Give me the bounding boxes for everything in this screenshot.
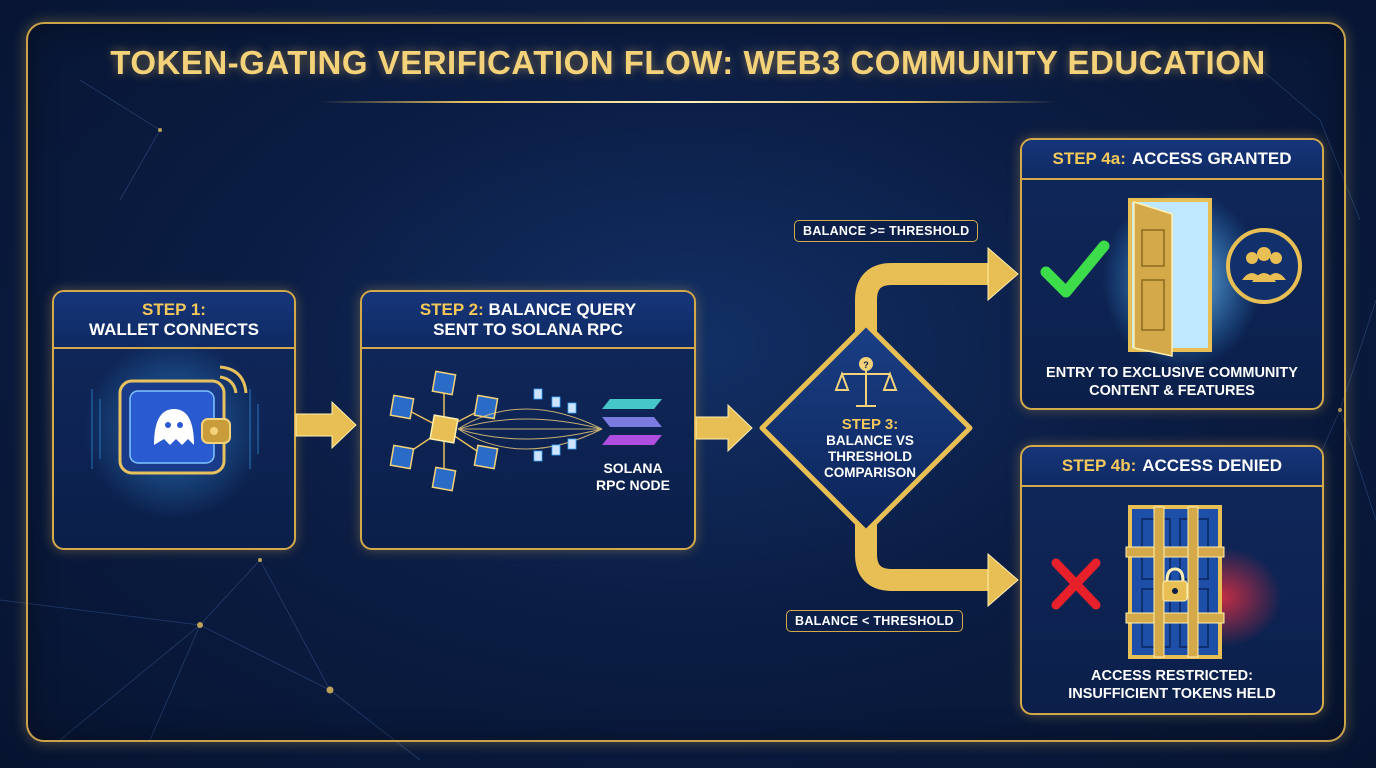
arrow-step2-to-step3 <box>695 403 753 453</box>
branch-label-bottom: BALANCE < THRESHOLD <box>786 610 963 632</box>
decision-diamond: ? <box>759 321 973 535</box>
open-door-icon <box>1128 198 1212 357</box>
branch-arrows <box>855 246 1019 608</box>
step4b-caption-line1: ACCESS RESTRICTED: <box>1091 668 1253 684</box>
step2-label: STEP 2: <box>419 299 484 319</box>
step4a-card: STEP 4a: ACCESS GRANTED ENTRY TO <box>1020 138 1324 410</box>
step3-line1: BALANCE VS <box>826 433 914 448</box>
step2-title-line1: BALANCE QUERY <box>488 299 637 319</box>
rpc-node-line2: RPC NODE <box>596 477 670 493</box>
step1-card: STEP 1: WALLET CONNECTS <box>52 290 296 550</box>
step3-line2: THRESHOLD <box>828 449 912 464</box>
step1-label: STEP 1: <box>142 299 206 319</box>
page-title: TOKEN-GATING VERIFICATION FLOW: WEB3 COM… <box>110 44 1266 81</box>
solana-logo-icon <box>602 399 662 445</box>
step4a-header: STEP 4a: ACCESS GRANTED <box>1022 140 1322 180</box>
access-granted-illustration <box>1040 190 1302 370</box>
scale-icon <box>834 362 898 407</box>
community-icon <box>1226 228 1302 304</box>
step2-card: STEP 2: BALANCE QUERY SENT TO SOLANA RPC <box>360 290 696 550</box>
step4a-label: STEP 4a: <box>1052 149 1126 168</box>
step3-line3: COMPARISON <box>823 465 916 480</box>
rpc-node-label: SOLANA RPC NODE <box>582 460 684 494</box>
step2-title-line2: SENT TO SOLANA RPC <box>433 319 623 339</box>
step1-title: WALLET CONNECTS <box>89 319 259 339</box>
wallet-icon <box>84 339 264 519</box>
step4a-caption: ENTRY TO EXCLUSIVE COMMUNITY CONTENT & F… <box>1022 364 1322 400</box>
rpc-node-line1: SOLANA <box>603 460 663 476</box>
step4b-title: ACCESS DENIED <box>1142 456 1283 475</box>
checkmark-icon <box>1040 240 1110 298</box>
step4b-caption: ACCESS RESTRICTED: INSUFFICIENT TOKENS H… <box>1022 667 1322 703</box>
step4a-caption-line2: CONTENT & FEATURES <box>1089 383 1255 399</box>
step4a-caption-line1: ENTRY TO EXCLUSIVE COMMUNITY <box>1046 365 1298 381</box>
outer-frame <box>26 22 1346 742</box>
arrow-step1-to-step2 <box>295 400 357 450</box>
step4b-label: STEP 4b: <box>1061 456 1137 475</box>
x-mark-icon <box>1051 558 1101 610</box>
access-denied-illustration <box>1051 505 1282 659</box>
step4b-caption-line2: INSUFFICIENT TOKENS HELD <box>1068 686 1276 702</box>
branch-label-top: BALANCE >= THRESHOLD <box>794 220 979 242</box>
title-divider <box>320 101 1056 103</box>
step3-label: STEP 3: <box>841 416 899 433</box>
svg-text:?: ? <box>863 360 869 370</box>
step4a-title: ACCESS GRANTED <box>1131 149 1292 168</box>
step3-text: STEP 3: BALANCE VS THRESHOLD COMPARISON <box>800 416 940 481</box>
step4b-card: STEP 4b: ACCESS DENIED <box>1020 445 1324 715</box>
step4b-header: STEP 4b: ACCESS DENIED <box>1022 447 1322 487</box>
locked-door-icon <box>1125 505 1225 659</box>
step2-header: STEP 2: BALANCE QUERY SENT TO SOLANA RPC <box>362 292 694 349</box>
blockchain-network-icon <box>389 370 662 492</box>
